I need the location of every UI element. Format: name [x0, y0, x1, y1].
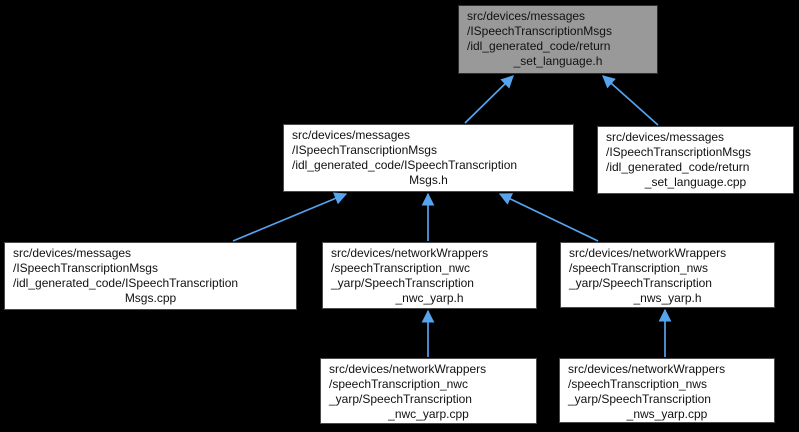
node-label-line: /idl_generated_code/return [606, 160, 750, 174]
node-label-line: /speechTranscription_nws [568, 377, 707, 391]
node-label-line: src/devices/messages [13, 246, 132, 260]
node-label-line: _yarp/SpeechTranscription [569, 276, 712, 290]
node-label-line: /speechTranscription_nwc [329, 377, 468, 391]
node-label-line: src/devices/messages [467, 9, 586, 23]
node-label-line: _nwc_yarp.cpp [388, 407, 469, 421]
node-label-line: /speechTranscription_nwc [331, 261, 470, 275]
node-label-line: /idl_generated_code/ISpeechTranscription [13, 276, 239, 290]
edge-nws-yarp-h-to-msgs-h [498, 193, 599, 242]
node-speechtranscription-nwc-yarp-h[interactable]: src/devices/networkWrappers/speechTransc… [322, 242, 537, 309]
node-ispeechtranscriptionmsgs-h[interactable]: src/devices/messages/ISpeechTranscriptio… [283, 124, 574, 192]
node-return-set-language-cpp[interactable]: src/devices/messages/ISpeechTranscriptio… [597, 126, 794, 194]
node-label-line: src/devices/networkWrappers [568, 362, 726, 376]
node-speechtranscription-nws-yarp-h[interactable]: src/devices/networkWrappers/speechTransc… [560, 242, 775, 308]
edge-msgs-h-to-return-set-language-h [464, 75, 514, 124]
node-speechtranscription-nws-yarp-cpp[interactable]: src/devices/networkWrappers/speechTransc… [559, 358, 775, 423]
node-label-line: Msgs.h [409, 173, 448, 187]
node-ispeechtranscriptionmsgs-cpp[interactable]: src/devices/messages/ISpeechTranscriptio… [4, 242, 297, 310]
node-label-line: _nwc_yarp.h [395, 291, 464, 305]
node-label-line: /ISpeechTranscriptionMsgs [292, 143, 437, 157]
node-label-line: src/devices/messages [606, 130, 725, 144]
node-label-line: src/devices/networkWrappers [329, 362, 487, 376]
node-label-line: _nws_yarp.cpp [626, 407, 708, 421]
node-label-line: _nws_yarp.h [633, 291, 702, 305]
node-label-line: src/devices/networkWrappers [569, 246, 727, 260]
node-label-line: /idl_generated_code/ISpeechTranscription [292, 158, 518, 172]
edge-msgs-cpp-to-msgs-h [232, 192, 348, 242]
node-label-line: /ISpeechTranscriptionMsgs [13, 261, 158, 275]
node-label-line: /ISpeechTranscriptionMsgs [606, 145, 751, 159]
node-label-line: Msgs.cpp [124, 291, 177, 305]
node-label-line: _set_language.cpp [644, 175, 747, 189]
node-speechtranscription-nwc-yarp-cpp[interactable]: src/devices/networkWrappers/speechTransc… [320, 358, 537, 424]
node-label-line: _yarp/SpeechTranscription [331, 276, 474, 290]
node-label-line: src/devices/messages [292, 128, 411, 142]
node-label-line: src/devices/networkWrappers [331, 246, 489, 260]
node-label-line: _set_language.h [513, 54, 603, 68]
node-label-line: _yarp/SpeechTranscription [329, 392, 472, 406]
node-label-line: /ISpeechTranscriptionMsgs [467, 24, 612, 38]
node-label-line: /idl_generated_code/return [467, 39, 611, 53]
node-return-set-language-h[interactable]: src/devices/messages/ISpeechTranscriptio… [458, 5, 658, 74]
node-label-line: /speechTranscription_nws [569, 261, 708, 275]
edge-return-set-language-cpp-to-return-set-language-h [602, 75, 659, 126]
node-label-line: _yarp/SpeechTranscription [568, 392, 711, 406]
